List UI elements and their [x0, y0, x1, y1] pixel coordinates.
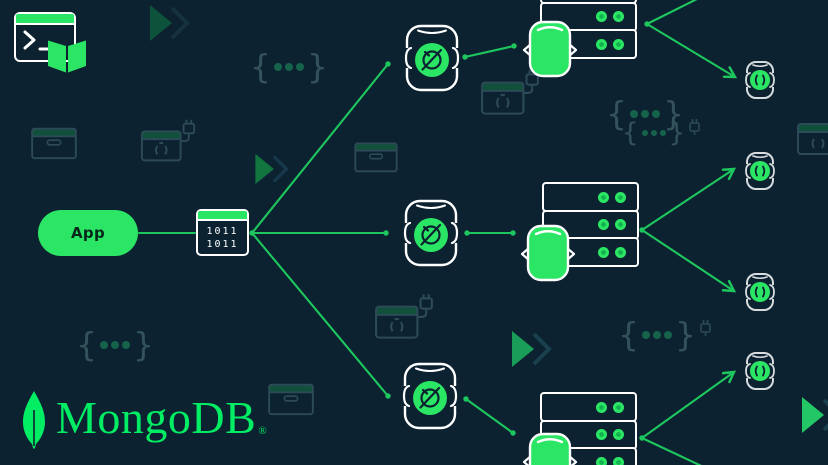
parentheses-icon	[750, 361, 770, 381]
status-led	[596, 38, 607, 50]
status-led	[598, 246, 609, 258]
status-led	[598, 191, 609, 203]
open-book-icon	[48, 40, 86, 73]
binary-row: 1011	[206, 226, 239, 237]
status-led	[596, 11, 607, 22]
rack-row	[542, 182, 639, 212]
data-canister-3	[522, 432, 578, 465]
play-chevron-icon	[512, 331, 552, 367]
plug-icon	[700, 319, 711, 336]
replica-server-rack-2	[542, 182, 639, 267]
curly-braces-icon: {}	[76, 325, 154, 364]
terminal-frame	[14, 12, 76, 62]
window-icon	[797, 123, 828, 155]
mongodb-wordmark: MongoDB ®	[56, 394, 267, 442]
registered-mark: ®	[258, 425, 267, 437]
status-led	[613, 401, 624, 413]
archive-box-icon	[354, 142, 398, 173]
status-led	[615, 191, 626, 203]
parentheses-icon	[750, 161, 770, 181]
status-led	[613, 456, 624, 465]
driver-titlebar	[198, 211, 247, 221]
app-label: App	[71, 224, 105, 242]
parentheses-icon	[750, 282, 770, 302]
play-chevron-icon	[150, 5, 190, 41]
secondary-node-4	[743, 352, 777, 390]
secondary-node-2	[743, 152, 777, 190]
status-led	[596, 401, 607, 413]
window-plug-icon	[375, 294, 433, 339]
status-led	[615, 246, 626, 258]
status-led	[613, 429, 624, 440]
data-canister-2	[520, 224, 576, 282]
query-router-node-1	[402, 24, 462, 92]
brand-name: MongoDB	[56, 392, 257, 443]
secondary-node-3	[743, 273, 777, 311]
status-led	[596, 456, 607, 465]
parentheses-icon	[750, 70, 770, 90]
rack-row	[540, 392, 637, 422]
curly-braces-icon: {}	[250, 47, 328, 86]
status-led	[598, 219, 609, 230]
status-led	[613, 38, 624, 50]
curly-braces-icon: {}	[618, 318, 714, 351]
plug-icon	[689, 119, 700, 135]
curly-braces-icon: {}	[622, 119, 703, 146]
window-plug-icon	[140, 119, 196, 162]
terminal-window-icon	[14, 12, 86, 73]
query-router-node-3	[400, 362, 460, 430]
binary-row: 1011	[206, 239, 239, 250]
query-router-node-2	[401, 199, 461, 267]
play-chevron-icon	[255, 153, 289, 185]
rack-row	[540, 1, 637, 32]
status-led	[596, 429, 607, 440]
status-led	[613, 11, 624, 22]
data-canister-1	[522, 20, 578, 78]
driver-binary-window: 1011 1011	[196, 209, 249, 256]
curly-braces-icon: {}	[606, 94, 684, 133]
app-node: App	[38, 210, 138, 256]
status-led	[615, 219, 626, 230]
play-chevron-icon	[802, 397, 828, 433]
mongodb-leaf-icon	[23, 391, 45, 449]
archive-box-icon	[31, 127, 77, 160]
secondary-node-1	[743, 61, 777, 99]
terminal-titlebar	[16, 14, 74, 25]
mongodb-logo: MongoDB ®	[18, 390, 267, 450]
archive-box-icon	[268, 383, 314, 416]
binary-text: 1011 1011	[198, 221, 247, 251]
